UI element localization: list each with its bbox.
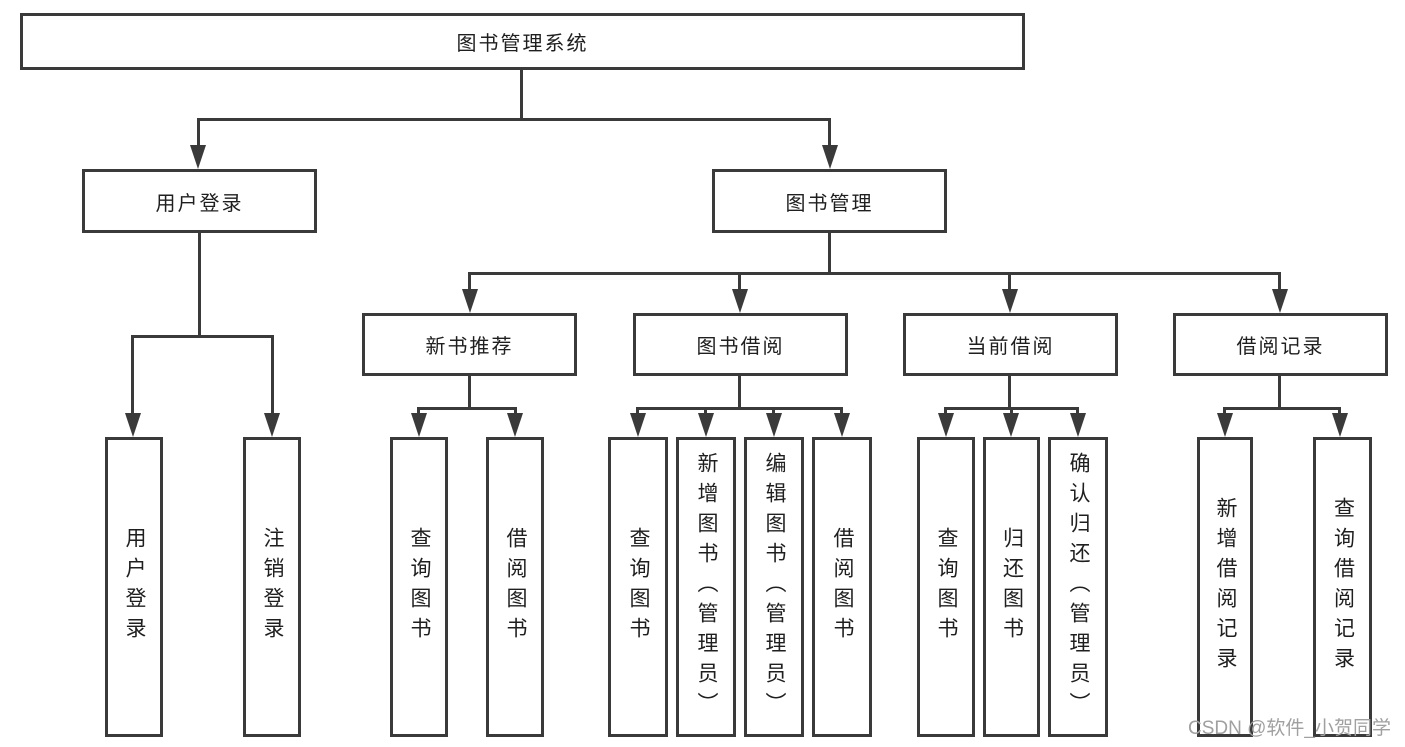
connector-line: [468, 272, 1281, 275]
leaf-current-query-books-label: 查询图书: [935, 527, 958, 647]
leaf-query-borrow-record: 查询借阅记录: [1313, 437, 1372, 737]
arrow-down-icon: [264, 413, 280, 437]
connector-line: [1008, 376, 1011, 410]
connector-line: [772, 407, 775, 417]
leaf-borrow-books: 借阅图书: [812, 437, 872, 737]
connector-line: [131, 335, 134, 417]
connector-line: [520, 70, 523, 120]
connector-line: [704, 407, 707, 417]
node-book-borrowing-label: 图书借阅: [696, 336, 785, 358]
leaf-query-borrow-record-label: 查询借阅记录: [1331, 497, 1355, 677]
leaf-logout-label: 注销登录: [261, 527, 284, 647]
connector-line: [828, 118, 831, 148]
arrow-down-icon: [507, 413, 523, 437]
leaf-logout: 注销登录: [243, 437, 301, 737]
node-user-login-label: 用户登录: [155, 192, 244, 215]
node-current-borrowing-label: 当前借阅: [966, 336, 1055, 358]
connector-line: [1223, 407, 1226, 417]
arrow-down-icon: [411, 413, 427, 437]
arrow-down-icon: [462, 289, 478, 313]
arrow-down-icon: [1217, 413, 1233, 437]
connector-line: [417, 407, 420, 417]
connector-line: [1008, 272, 1011, 292]
connector-line: [636, 407, 843, 410]
leaf-newbook-query-books-label: 查询图书: [408, 527, 431, 647]
connector-line: [197, 118, 831, 121]
leaf-return-books: 归还图书: [983, 437, 1040, 737]
leaf-return-books-label: 归还图书: [1000, 527, 1024, 647]
node-new-book-recommend: 新书推荐: [362, 313, 577, 376]
arrow-down-icon: [1003, 413, 1019, 437]
arrow-down-icon: [822, 145, 838, 169]
connector-line: [944, 407, 947, 417]
leaf-edit-books-admin: 编辑图书（管理员）: [744, 437, 804, 737]
connector-line: [468, 376, 471, 410]
connector-line: [514, 407, 517, 417]
arrow-down-icon: [1272, 289, 1288, 313]
connector-line: [1278, 376, 1281, 410]
node-book-management: 图书管理: [712, 169, 947, 233]
leaf-confirm-return-admin-label: 确认归还（管理员）: [1067, 452, 1090, 722]
leaf-borrow-query-books: 查询图书: [608, 437, 668, 737]
leaf-newbook-borrow-books: 借阅图书: [486, 437, 544, 737]
node-borrowing-records-label: 借阅记录: [1236, 336, 1325, 358]
leaf-edit-books-admin-label: 编辑图书（管理员）: [763, 452, 786, 722]
leaf-borrow-books-label: 借阅图书: [831, 527, 854, 647]
connector-line: [840, 407, 843, 417]
leaf-user-login: 用户登录: [105, 437, 163, 737]
connector-line: [1338, 407, 1341, 417]
connector-line: [1278, 272, 1281, 292]
leaf-add-books-admin: 新增图书（管理员）: [676, 437, 736, 737]
connector-line: [1076, 407, 1079, 417]
arrow-down-icon: [732, 289, 748, 313]
connector-line: [1010, 407, 1013, 417]
leaf-add-borrow-record: 新增借阅记录: [1197, 437, 1253, 737]
arrow-down-icon: [1332, 413, 1348, 437]
leaf-current-query-books: 查询图书: [917, 437, 975, 737]
connector-line: [1223, 407, 1341, 410]
arrow-down-icon: [1070, 413, 1086, 437]
leaf-confirm-return-admin: 确认归还（管理员）: [1048, 437, 1108, 737]
arrow-down-icon: [938, 413, 954, 437]
node-current-borrowing: 当前借阅: [903, 313, 1118, 376]
node-root-label: 图书管理系统: [456, 33, 589, 55]
connector-line: [468, 272, 471, 292]
connector-line: [197, 118, 200, 148]
node-new-book-recommend-label: 新书推荐: [425, 336, 514, 358]
node-borrowing-records: 借阅记录: [1173, 313, 1388, 376]
connector-line: [417, 407, 517, 410]
node-root: 图书管理系统: [20, 13, 1025, 70]
leaf-newbook-borrow-books-label: 借阅图书: [504, 527, 527, 647]
leaf-user-login-label: 用户登录: [123, 527, 146, 647]
connector-line: [271, 335, 274, 417]
connector-line: [636, 407, 639, 417]
leaf-add-borrow-record-label: 新增借阅记录: [1214, 497, 1237, 677]
connector-line: [828, 233, 831, 275]
arrow-down-icon: [1002, 289, 1018, 313]
leaf-add-books-admin-label: 新增图书（管理员）: [695, 452, 718, 722]
leaf-newbook-query-books: 查询图书: [390, 437, 448, 737]
arrow-down-icon: [630, 413, 646, 437]
node-book-management-label: 图书管理: [785, 192, 874, 215]
connector-line: [738, 272, 741, 292]
node-user-login: 用户登录: [82, 169, 317, 233]
arrow-down-icon: [766, 413, 782, 437]
connector-line: [131, 335, 274, 338]
arrow-down-icon: [125, 413, 141, 437]
arrow-down-icon: [834, 413, 850, 437]
connector-line: [738, 376, 741, 410]
arrow-down-icon: [698, 413, 714, 437]
arrow-down-icon: [190, 145, 206, 169]
node-book-borrowing: 图书借阅: [633, 313, 848, 376]
connector-line: [198, 233, 201, 337]
leaf-borrow-query-books-label: 查询图书: [627, 527, 650, 647]
